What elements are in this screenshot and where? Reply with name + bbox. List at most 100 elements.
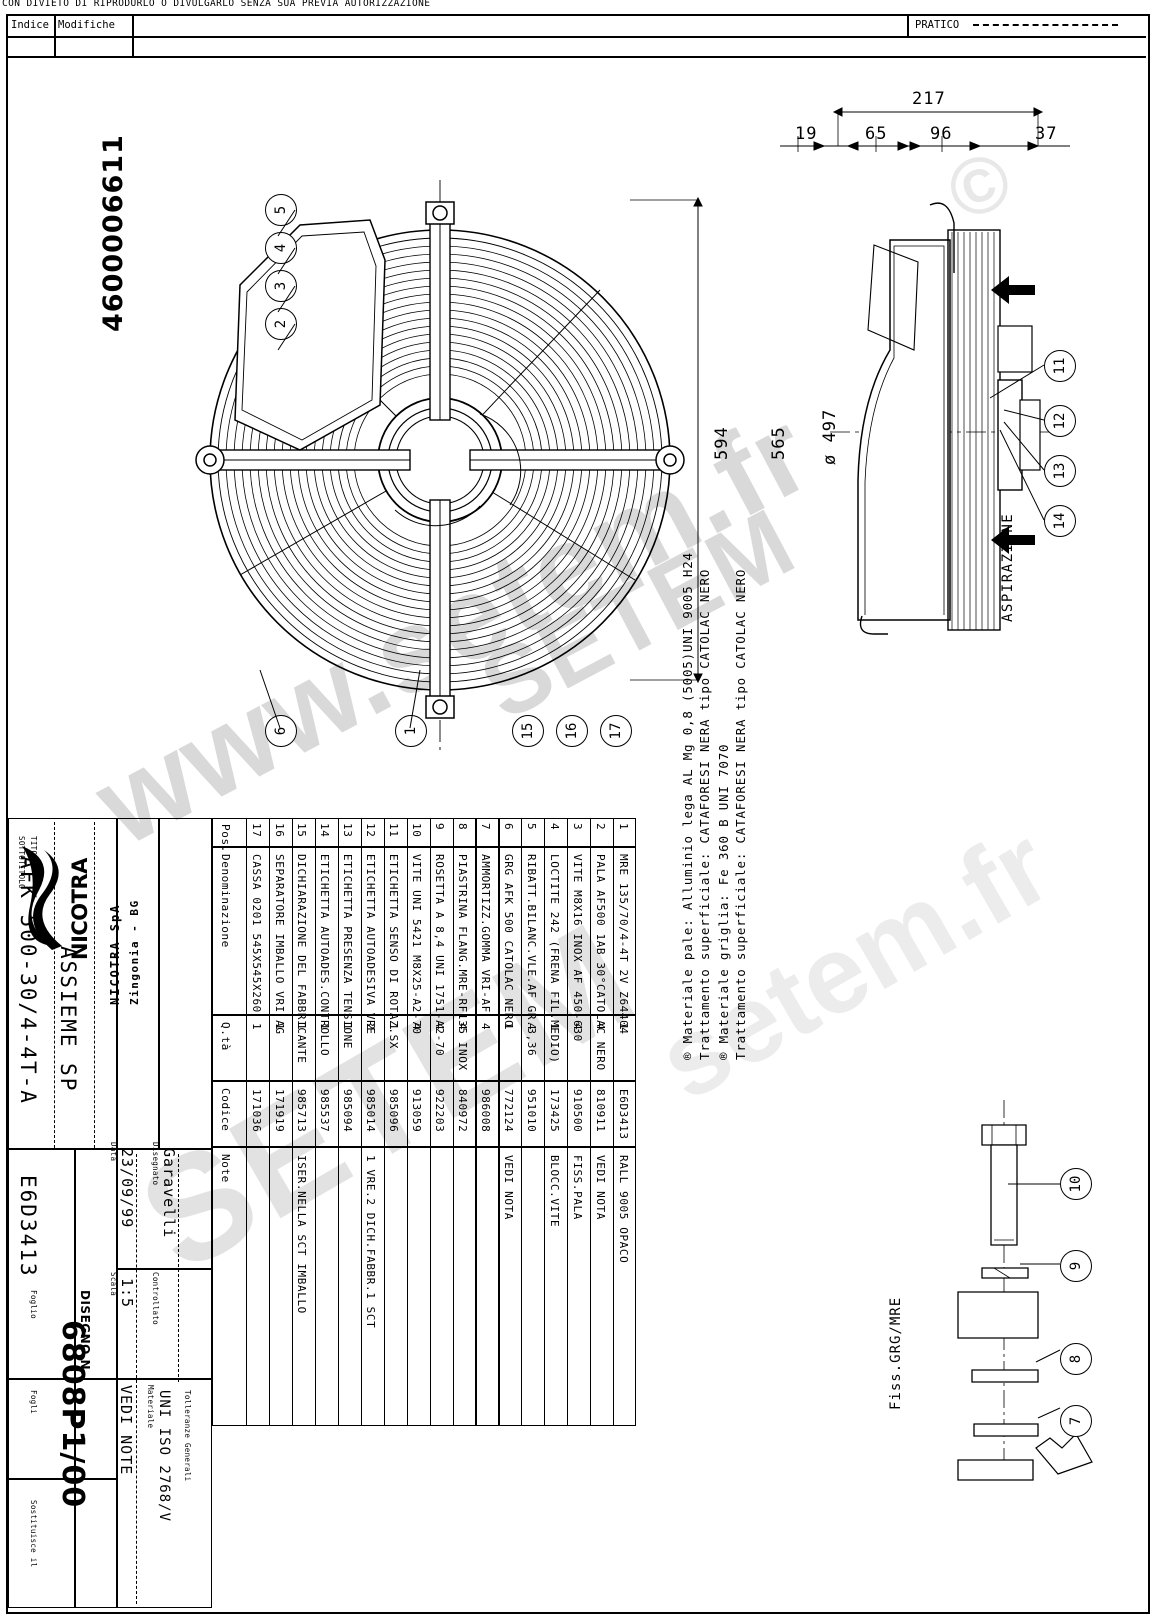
dim-96: 96 — [930, 124, 953, 144]
parts-row-separator — [406, 818, 408, 1426]
parts-row-separator — [337, 818, 339, 1426]
ph-pos: Pos. — [219, 824, 232, 853]
note-line-2: Trattamento superficiale: CATAFORESI NER… — [697, 568, 712, 1060]
parts-row-codice: 772124 — [501, 1089, 515, 1133]
header-divider-4 — [907, 14, 909, 36]
parts-row-separator — [567, 818, 569, 1426]
parts-row-separator — [360, 818, 362, 1426]
disegnato-value: Garavelli — [160, 1148, 178, 1239]
tb-dash-3 — [136, 1154, 137, 1604]
scala-value: 1:5 — [118, 1278, 136, 1309]
sep-cod-note — [212, 1146, 636, 1148]
disegno-number: 6808P1/00 — [55, 1320, 90, 1509]
col-header-modifiche: Modifiche — [58, 19, 115, 31]
parts-row-denominazione: AMMORTIZZ.GOMMA VRI-AF — [478, 854, 492, 1013]
parts-row-separator — [268, 818, 271, 1426]
tb-dash-1 — [94, 822, 95, 1148]
parts-row-denominazione: GRG AFK 500 CATOLAC NERO — [501, 854, 515, 1028]
ph-qta: Q.tà — [219, 1022, 232, 1051]
parts-row-pos: 2 — [593, 823, 607, 831]
parts-row-codice: 910500 — [570, 1089, 584, 1133]
parts-row-pos: 12 — [364, 823, 378, 838]
parts-row-pos: 15 — [295, 823, 309, 838]
parts-row-pos: 4 — [547, 823, 561, 831]
logo-wordmark: NICOTRA — [68, 858, 92, 960]
parts-row-note: VEDI NOTA — [593, 1155, 607, 1221]
parts-row-pos: 10 — [410, 823, 424, 838]
parts-row-qta: 4 — [456, 1023, 469, 1031]
parts-row-codice: 913059 — [410, 1089, 424, 1133]
parts-row-separator — [544, 818, 546, 1426]
parts-row-qta: 4 — [593, 1023, 607, 1031]
parts-row-qta: 4 — [524, 1023, 538, 1031]
parts-row-pos: 7 — [478, 823, 492, 831]
note-line-4: Trattamento superficiale: CATAFORESI NER… — [733, 568, 748, 1060]
parts-row-pos: 8 — [456, 823, 469, 831]
controllato-label: Controllato — [151, 1272, 160, 1325]
tb-dash-4 — [178, 1154, 179, 1382]
parts-row-qta: 1 — [387, 1023, 401, 1031]
balloon-4: 4 — [265, 232, 297, 264]
parts-row-denominazione: MRE 135/70/4-4T 2V Z64404 — [616, 854, 630, 1035]
balloon-13: 13 — [1044, 455, 1076, 487]
part-number-vertical: 4600006611 — [98, 134, 129, 332]
parts-row-codice: 985094 — [341, 1089, 355, 1133]
parts-row-codice: 922203 — [433, 1089, 446, 1133]
disegnato-label: Disegnato — [151, 1142, 160, 1186]
nicotra-logo — [22, 846, 62, 950]
parts-row-separator — [613, 818, 615, 1426]
aspirazione-label: ASPIRAZIONE — [1000, 512, 1016, 622]
titolo-value: AFK 500-30/4-4T-A — [16, 856, 40, 1105]
balloon-14: 14 — [1044, 505, 1076, 537]
parts-row-denominazione: DICHIARAZIONE DEL FABBRICANTE — [295, 854, 309, 1064]
balloon-16: 16 — [556, 715, 588, 747]
tolleranze-value: UNI ISO 2768/V — [156, 1390, 172, 1523]
dim-37: 37 — [1035, 124, 1058, 144]
tb-hline-1 — [8, 1148, 212, 1150]
parts-row-pos: 3 — [570, 823, 584, 831]
front-view-dimensions — [630, 196, 703, 684]
parts-row-codice: 171036 — [249, 1089, 263, 1133]
parts-row-qta: 2 — [364, 1023, 378, 1031]
foglio-label: Foglio — [29, 1290, 38, 1319]
side-view-drawing — [830, 202, 1060, 635]
dim-65: 65 — [865, 124, 888, 144]
parts-row-codice: 985096 — [387, 1089, 401, 1133]
tolleranze-label: Tolleranze Generali — [183, 1390, 192, 1482]
parts-row-pos: 11 — [387, 823, 401, 838]
parts-row-denominazione: SEPARATORE IMBALLO VRI AG — [272, 854, 286, 1035]
header-divider-3 — [6, 36, 1146, 38]
parts-row-separator — [314, 818, 316, 1426]
title-block — [8, 818, 212, 1608]
parts-row-qta: 1 — [341, 1023, 355, 1031]
pratico-label: PRATICO — [915, 19, 960, 31]
tb-hline-4 — [8, 1378, 116, 1380]
parts-row-separator — [590, 818, 592, 1426]
parts-row-qta: 4 — [478, 1023, 492, 1031]
scala-label: Scala — [109, 1272, 118, 1297]
parts-row-pos: 5 — [524, 823, 538, 831]
parts-row-note: FISS.PALA — [570, 1155, 584, 1221]
materiale-value: VEDI NOTE — [117, 1385, 135, 1476]
dim-565: 565 — [769, 426, 789, 460]
sottotitolo-label: SOTTOTITOLO — [17, 836, 26, 889]
parts-row-denominazione: LOCTITE 242 (FRENA FIL.MEDIO) — [547, 854, 561, 1064]
parts-row-codice: 985713 — [295, 1089, 309, 1133]
parts-row-qta: 1 — [272, 1023, 286, 1031]
parts-row-qta: 1 — [249, 1023, 263, 1031]
top-dimension-chain — [780, 107, 1070, 152]
parts-row-separator — [498, 818, 500, 1426]
ph-codice: Codice — [219, 1088, 232, 1132]
balloon-11: 11 — [1044, 350, 1076, 382]
balloon-10: 10 — [1060, 1168, 1092, 1200]
balloon-15: 15 — [512, 715, 544, 747]
parts-row-separator — [246, 818, 248, 1426]
title-block-border — [8, 818, 212, 1608]
revision-header — [6, 14, 1146, 58]
parts-row-codice: 985537 — [318, 1089, 332, 1133]
tb-vline-3 — [158, 818, 160, 1148]
parts-row-denominazione: PIASTRINA FLANG.MRE-RF135 INOX — [456, 854, 469, 1071]
balloon-6: 6 — [265, 715, 297, 747]
